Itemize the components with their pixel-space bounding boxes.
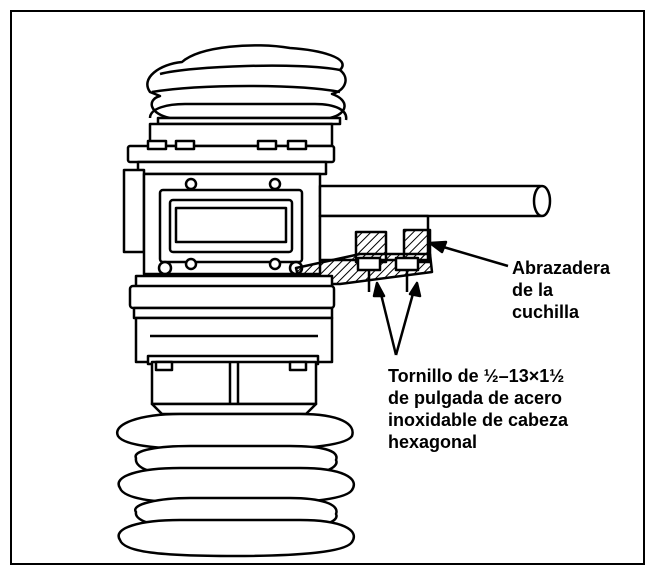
blade-clamp-label-line-2: de la — [512, 280, 554, 300]
figure-frame — [10, 10, 645, 565]
top-insulator-skirts — [146, 44, 348, 121]
hex-bolt-label-line-3: inoxidable de cabeza — [388, 410, 569, 430]
lower-flange — [128, 274, 336, 320]
blade-clamp-label-line-1: Abrazadera — [512, 258, 611, 278]
hex-bolt-label-line-2: de pulgada de acero — [388, 388, 563, 408]
left-mounting-plate — [122, 168, 146, 254]
lower-body — [134, 316, 334, 416]
hex-bolt-label-line-4: hexagonal — [388, 432, 478, 452]
bottom-insulator-skirts — [115, 412, 355, 558]
center-housing — [142, 172, 322, 276]
hex-bolt-label: Tornillo de ½–13×1½ de pulgada de acero … — [388, 365, 568, 453]
bolt-leader-arrows — [372, 281, 422, 356]
blade-clamp-label: Abrazadera de la cuchilla — [512, 257, 610, 323]
blade-clamp-label-line-3: cuchilla — [512, 302, 580, 322]
hex-bolt-label-line-1: Tornillo de ½–13×1½ — [388, 366, 565, 386]
clamp-leader-arrow — [428, 240, 509, 268]
switch-blade-pipe — [318, 184, 552, 218]
